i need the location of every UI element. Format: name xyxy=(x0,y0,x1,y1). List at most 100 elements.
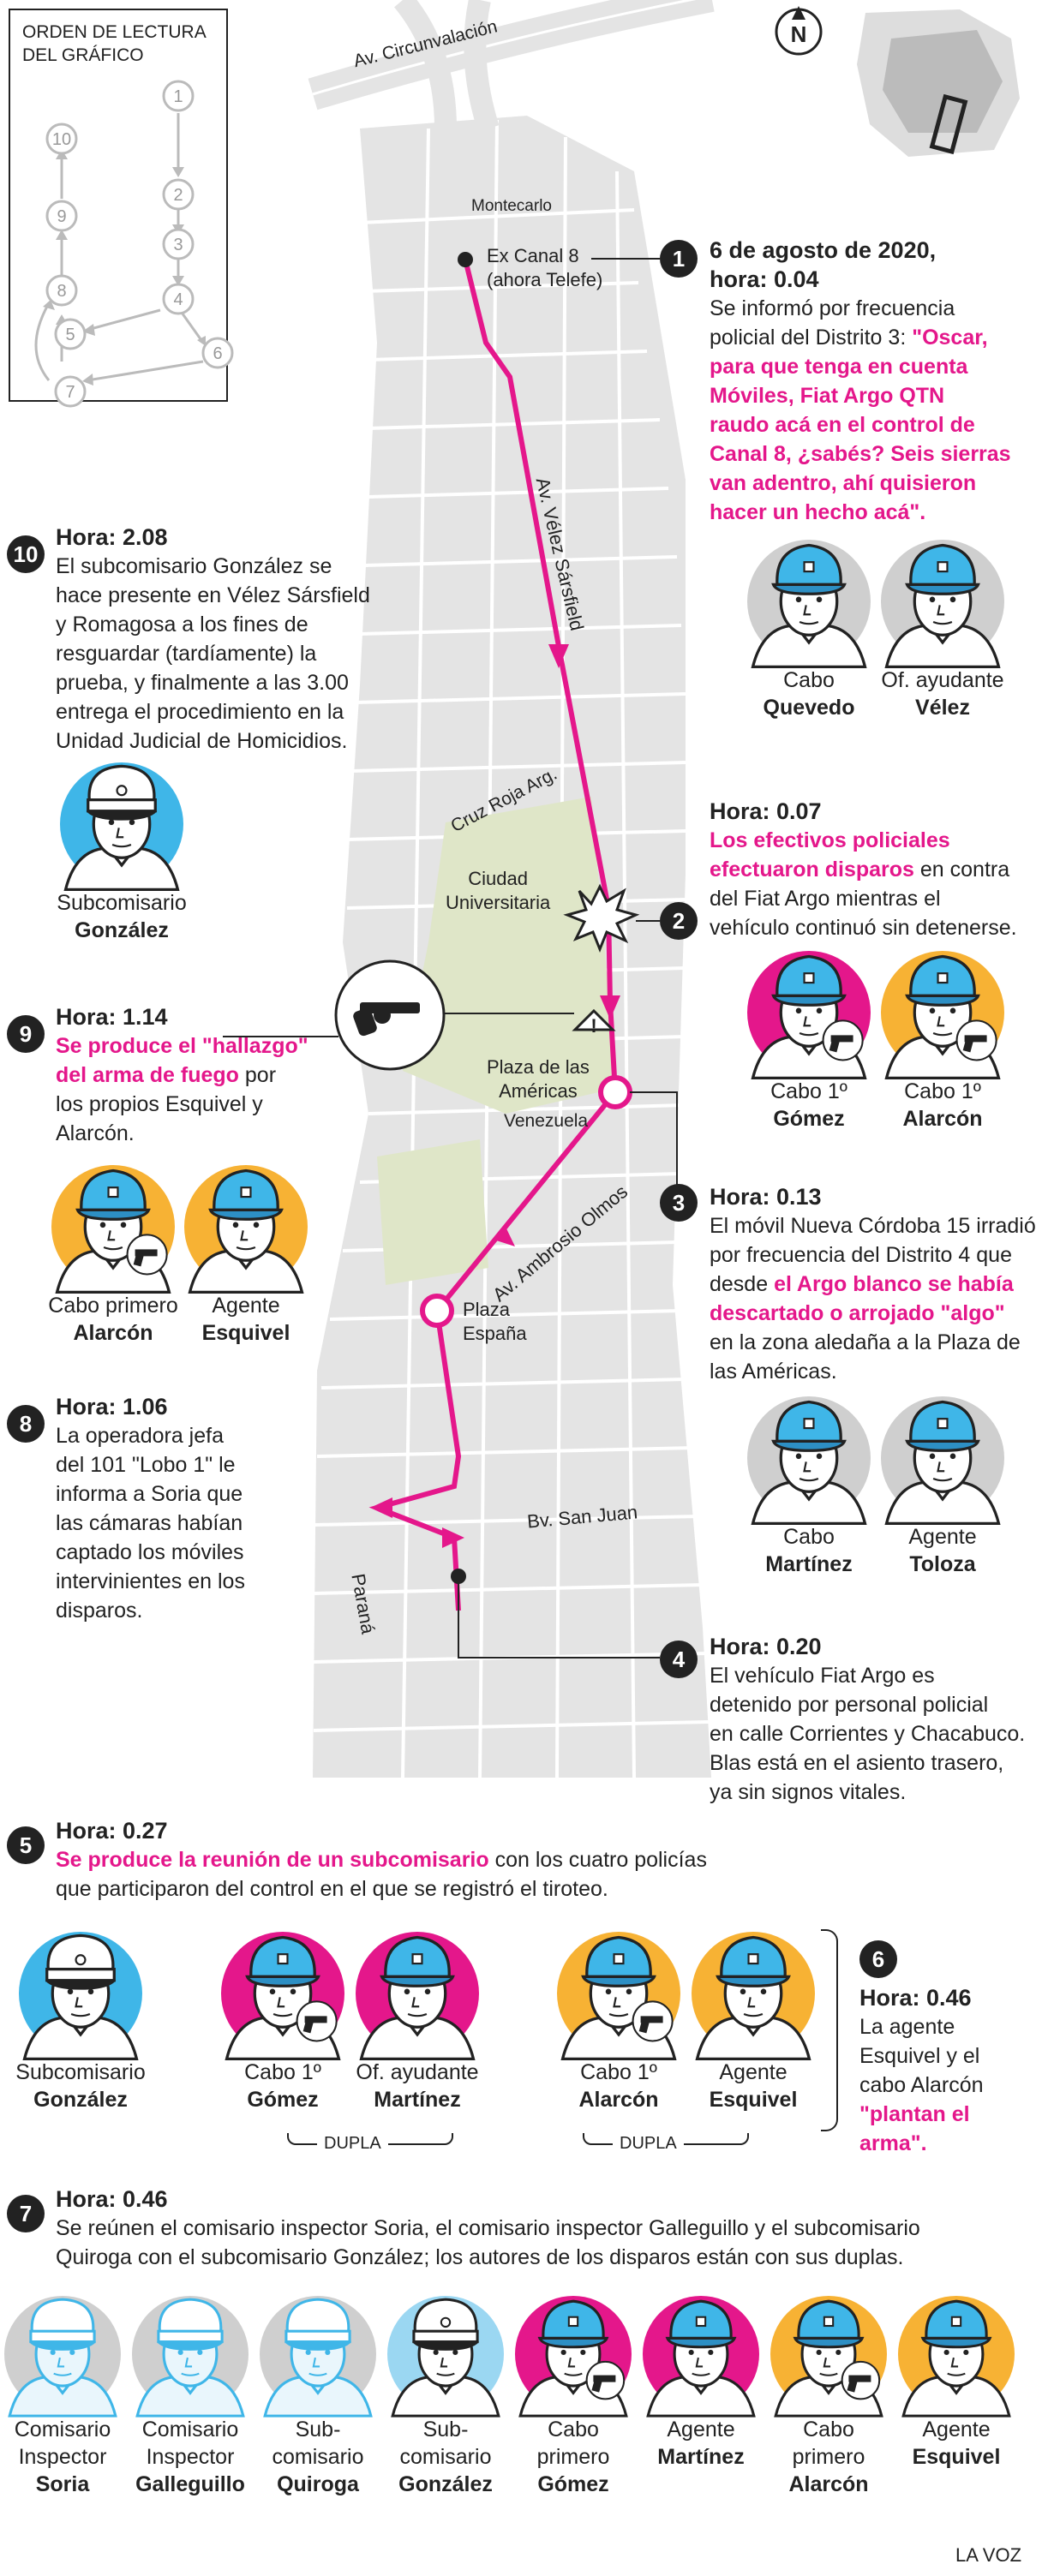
event-3-text: Hora: 0.13 El móvil Nueva Córdoba 15 irr… xyxy=(710,1184,1036,1384)
event-3-badge: 3 xyxy=(660,1184,698,1222)
event-1-text: 6 de agosto de 2020, hora: 0.04 Se infor… xyxy=(710,237,1011,524)
credit: LA VOZ xyxy=(955,2544,1022,2566)
person-e5-2 xyxy=(356,1932,479,2061)
route-map: ! xyxy=(223,0,715,1778)
person-e3-martinez xyxy=(747,1396,871,1526)
event-5-text: Hora: 0.27 Se produce la reunión de un s… xyxy=(56,1818,707,1901)
legend-node-7: 7 xyxy=(65,383,75,402)
event-4-badge: 4 xyxy=(660,1641,698,1678)
gunshot-icon xyxy=(563,883,640,953)
person-e7-4 xyxy=(515,2296,632,2418)
dupla-label-1: DUPLA xyxy=(317,2133,388,2154)
legend-node-5: 5 xyxy=(65,326,75,344)
person-e2-alarcon-portrait-icon xyxy=(881,951,1004,1080)
person-e7-7 xyxy=(898,2296,1015,2418)
person-e2-gomez-portrait-icon xyxy=(747,951,871,1080)
event-7-badge: 7 xyxy=(7,2195,45,2232)
person-e5-1 xyxy=(221,1932,344,2061)
person-e5-0-portrait-icon xyxy=(19,1932,142,2061)
person-e7-5-portrait-icon xyxy=(643,2296,759,2418)
legend-node-9: 9 xyxy=(57,207,66,226)
legend-node-2: 2 xyxy=(173,186,183,205)
person-e1-velez xyxy=(881,540,1004,669)
person-e3-martinez-portrait-icon xyxy=(747,1396,871,1526)
event-2-badge: 2 xyxy=(660,902,698,940)
event-6-badge: 6 xyxy=(859,1940,897,1978)
person-e1-quevedo xyxy=(747,540,871,669)
person-e7-2 xyxy=(260,2296,376,2418)
label-venezuela: Venezuela xyxy=(504,1111,589,1131)
person-e9-alarcon xyxy=(51,1165,175,1294)
route-arrow xyxy=(548,644,569,668)
person-e10-gonzalez-portrait-icon xyxy=(60,762,183,892)
person-e7-1-portrait-icon xyxy=(132,2296,249,2418)
legend-node-10: 10 xyxy=(52,130,71,149)
person-e7-2-portrait-icon xyxy=(260,2296,376,2418)
svg-text:!: ! xyxy=(590,1015,596,1037)
person-e5-4-portrait-icon xyxy=(692,1932,815,2061)
park-area xyxy=(403,797,617,1114)
person-e5-1-portrait-icon xyxy=(221,1932,344,2061)
event-5-badge: 5 xyxy=(7,1826,45,1864)
event-7-text: Hora: 0.46 Se reúnen el comisario inspec… xyxy=(56,2186,920,2269)
plaza-americas-marker xyxy=(598,1075,632,1109)
person-e1-velez-portrait-icon xyxy=(881,540,1004,669)
start-dot xyxy=(458,252,473,267)
person-e5-0 xyxy=(19,1932,142,2061)
label-montecarlo: Montecarlo xyxy=(471,197,552,215)
event-4-text: Hora: 0.20 El vehículo Fiat Argo es dete… xyxy=(710,1634,1026,1804)
dupla-label-2: DUPLA xyxy=(613,2133,684,2154)
person-e1-quevedo-portrait-icon xyxy=(747,540,871,669)
event-10-badge: 10 xyxy=(7,535,45,573)
plaza-espana-marker xyxy=(420,1294,454,1328)
person-e7-5 xyxy=(643,2296,759,2418)
legend-graph: 12 34 56 78 910 xyxy=(34,80,234,408)
event-1-badge: 1 xyxy=(660,240,698,278)
person-e2-alarcon xyxy=(881,951,1004,1080)
person-e7-7-portrait-icon xyxy=(898,2296,1015,2418)
event-9-text: Hora: 1.14 Se produce el "hallazgo" del … xyxy=(56,1004,308,1145)
person-e7-3-portrait-icon xyxy=(387,2296,504,2418)
person-e5-3 xyxy=(557,1932,680,2061)
route-arrow xyxy=(600,995,620,1019)
person-e3-toloza-portrait-icon xyxy=(881,1396,1004,1526)
warning-icon xyxy=(572,1008,616,1031)
event-6-bracket xyxy=(821,1929,838,2131)
route-arrow xyxy=(442,1527,464,1548)
legend-node-8: 8 xyxy=(57,282,66,301)
legend-node-4: 4 xyxy=(173,290,183,309)
compass-and-locator: N xyxy=(775,6,1020,157)
person-e7-3 xyxy=(387,2296,504,2418)
person-e7-1 xyxy=(132,2296,249,2418)
label-canal8: Ex Canal 8(ahora Telefe) xyxy=(487,245,603,290)
person-e7-0 xyxy=(4,2296,121,2418)
park-area-2 xyxy=(377,1139,488,1285)
legend-node-1: 1 xyxy=(173,87,183,106)
person-e7-0-portrait-icon xyxy=(4,2296,121,2418)
person-e7-6 xyxy=(770,2296,887,2418)
